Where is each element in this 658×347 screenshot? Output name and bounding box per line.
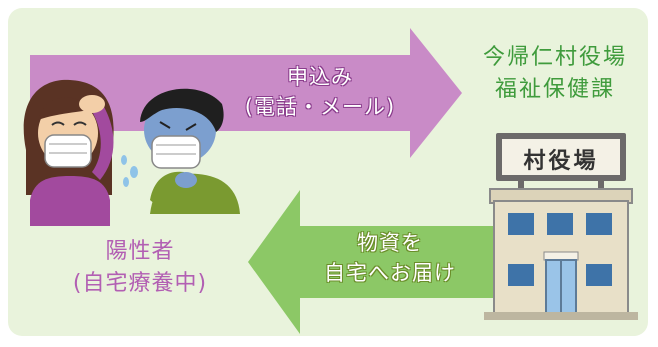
- delivery-line1: 物資を: [357, 231, 423, 255]
- patient-status: (自宅療養中): [72, 271, 208, 296]
- request-line2: (電話・メール): [244, 95, 396, 119]
- request-arrow-label: 申込み (電話・メール): [220, 62, 420, 122]
- request-line1: 申込み: [287, 65, 353, 89]
- office-label: 今帰仁村役場 福祉保健課: [455, 42, 655, 106]
- patient-label: 陽性者 (自宅療養中): [40, 236, 240, 300]
- delivery-line2: 自宅へお届け: [324, 261, 456, 285]
- delivery-arrow-label: 物資を 自宅へお届け: [300, 228, 480, 288]
- office-name: 今帰仁村役場: [482, 45, 627, 70]
- office-department: 福祉保健課: [494, 77, 615, 102]
- office-sign: 村役場: [523, 149, 599, 174]
- patient-title: 陽性者: [105, 239, 175, 264]
